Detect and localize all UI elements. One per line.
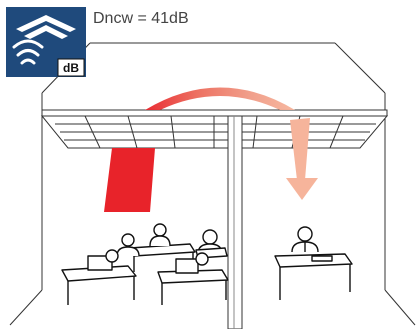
person-at-desk-icon [275,227,352,300]
sound-waves-ceiling-icon: dB [6,7,86,77]
sound-source-wave [104,148,155,212]
seated-students-icon [62,224,228,305]
suspended-ceiling-grid-icon [42,110,387,148]
sound-flow-arrow-icon [145,88,295,111]
unit-label: dB [63,61,79,75]
room-divider-wall-icon [228,116,242,329]
sound-flow-arrowhead [286,178,318,200]
sound-flow-arrow-tail [290,118,310,180]
sound-insulation-caption: Dncw = 41dB [93,10,189,28]
room-walls [10,43,415,325]
